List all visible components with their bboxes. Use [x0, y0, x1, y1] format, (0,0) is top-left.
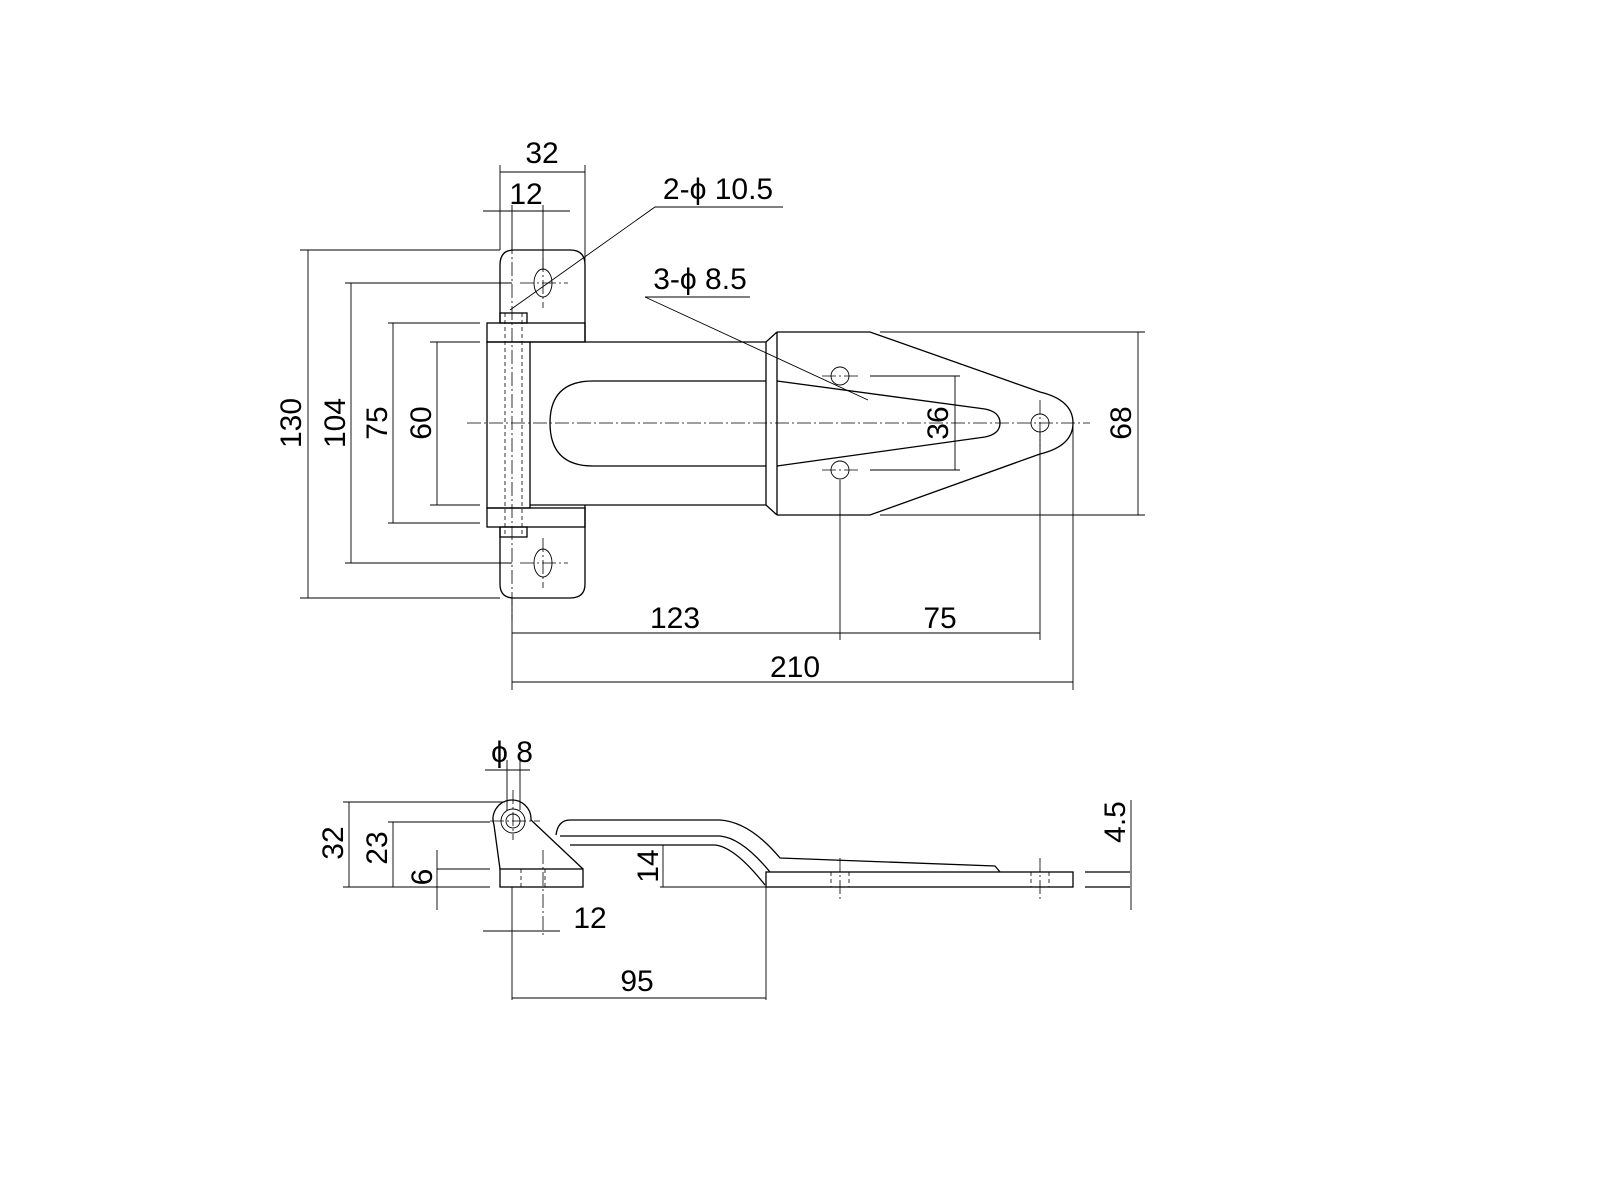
pin-head-top — [499, 312, 528, 324]
dim-hole-spacing: 75 — [923, 602, 956, 635]
dimension-lines — [300, 165, 1145, 690]
left-leaf — [499, 249, 586, 599]
pin-head-bottom — [499, 526, 528, 538]
top-view: 32 12 2-ϕ 10.5 3-ϕ 8.5 130 104 75 60 36 … — [275, 137, 1145, 690]
dim-pin-to-holes: 123 — [650, 602, 700, 635]
hole-centerlines — [520, 258, 568, 588]
dim-flap-holes: 3-ϕ 8.5 — [653, 263, 747, 296]
base-plate — [499, 868, 584, 888]
side-centerlines — [490, 790, 1041, 935]
side-dimension-lines — [343, 760, 1132, 1000]
dim-plate-thickness: 4.5 — [1099, 801, 1132, 843]
dim-leaf-holes: 2-ϕ 10.5 — [663, 173, 773, 206]
dim-pin-height: 23 — [361, 831, 394, 864]
dim-flap-width: 68 — [1105, 406, 1138, 439]
dim-pin-to-bend: 95 — [620, 965, 653, 998]
knuckle-cap-top — [486, 322, 586, 343]
dim-leaf-hole-pitch: 104 — [319, 398, 352, 448]
side-view: ϕ 8 32 23 6 14 4.5 12 95 — [317, 736, 1132, 1000]
dim-flap-hole-pitch: 36 — [922, 406, 955, 439]
flat-plate — [765, 871, 1074, 888]
dim-knuckle-length: 75 — [361, 406, 394, 439]
flat-plate-end — [1085, 871, 1130, 888]
dim-side-height: 32 — [317, 826, 350, 859]
dim-overall-height: 130 — [275, 398, 308, 448]
knuckle — [486, 341, 531, 509]
dim-pin-offset: 12 — [509, 178, 542, 211]
knuckle-cap-bottom — [486, 507, 586, 528]
dim-body-width: 60 — [405, 406, 438, 439]
knuckle-side — [492, 799, 584, 870]
body — [530, 331, 778, 516]
dim-overall-length: 210 — [770, 651, 820, 684]
dim-offset: 14 — [632, 849, 665, 882]
dim-pin-to-edge: 12 — [573, 902, 606, 935]
dim-leaf-width: 32 — [525, 137, 558, 170]
arm — [555, 819, 1001, 886]
centerline — [467, 375, 1090, 471]
dim-pin-dia: ϕ 8 — [491, 736, 533, 769]
hidden-holes — [520, 869, 1050, 887]
pin-hidden-lines — [504, 313, 523, 537]
dim-base-thickness: 6 — [406, 869, 439, 886]
